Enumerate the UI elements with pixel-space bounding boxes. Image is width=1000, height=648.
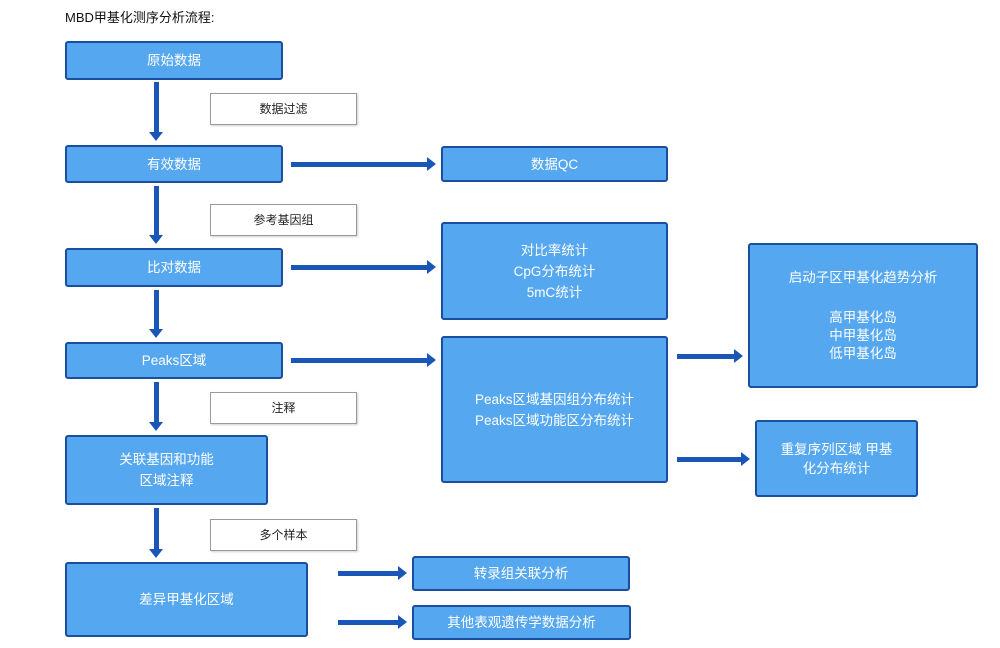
node-label-line1: Peaks区域基因组分布统计 bbox=[474, 391, 635, 407]
node-data-qc: 数据QC bbox=[441, 146, 668, 182]
arrow-distribution-to-promoter-icon bbox=[677, 349, 743, 363]
node-valid-data: 有效数据 bbox=[65, 145, 283, 183]
node-alignment-stats: 对比率统计 CpG分布统计 5mC统计 bbox=[441, 222, 668, 320]
node-label: 原始数据 bbox=[147, 53, 201, 68]
page-title: MBD甲基化测序分析流程: bbox=[65, 10, 215, 25]
node-label: 差异甲基化区域 bbox=[139, 592, 234, 607]
node-alignment-data: 比对数据 bbox=[65, 248, 283, 287]
node-promoter-methylation-trend: 启动子区甲基化趋势分析 高甲基化岛 中甲基化岛 低甲基化岛 bbox=[748, 243, 978, 388]
node-label: 有效数据 bbox=[147, 156, 201, 172]
arrow-peaks-to-annotation-icon bbox=[149, 382, 163, 431]
label-text: 多个样本 bbox=[259, 527, 308, 542]
arrow-dmr-to-epigenetics-icon bbox=[338, 615, 407, 629]
label-text: 数据过滤 bbox=[259, 101, 308, 116]
node-label-line2: Peaks区域功能区分布统计 bbox=[474, 412, 635, 428]
node-label-line2: CpG分布统计 bbox=[513, 263, 596, 279]
label-text: 注释 bbox=[271, 400, 296, 415]
node-label: Peaks区域 bbox=[141, 353, 207, 368]
arrow-valid-to-align-icon bbox=[149, 186, 163, 244]
arrow-align-to-stats-icon bbox=[291, 260, 436, 274]
arrow-dmr-to-transcriptome-icon bbox=[338, 566, 407, 580]
arrow-peaks-to-distribution-icon bbox=[291, 353, 436, 367]
node-item-mid: 中甲基化岛 bbox=[829, 327, 897, 343]
node-raw-data: 原始数据 bbox=[65, 41, 283, 80]
arrow-valid-to-qc-icon bbox=[291, 157, 436, 171]
label-annotation: 注释 bbox=[210, 392, 357, 424]
node-transcriptome-correlation: 转录组关联分析 bbox=[412, 556, 630, 591]
label-data-filter: 数据过滤 bbox=[210, 93, 357, 125]
node-label: 比对数据 bbox=[147, 260, 201, 275]
node-label: 转录组关联分析 bbox=[473, 566, 569, 581]
node-label-line1: 关联基因和功能 bbox=[119, 452, 214, 467]
node-label-line1: 重复序列区域 甲基 bbox=[780, 441, 893, 457]
node-label-line2: 化分布统计 bbox=[802, 460, 871, 476]
node-repeat-region-methylation-stats: 重复序列区域 甲基 化分布统计 bbox=[755, 420, 918, 497]
arrow-distribution-to-repeat-icon bbox=[677, 452, 750, 466]
arrow-raw-to-valid-icon bbox=[149, 82, 163, 141]
node-label-line1: 对比率统计 bbox=[520, 242, 589, 258]
node-item-high: 高甲基化岛 bbox=[829, 309, 897, 325]
node-peaks-distribution-stats: Peaks区域基因组分布统计 Peaks区域功能区分布统计 bbox=[441, 336, 668, 483]
label-multiple-samples: 多个样本 bbox=[210, 519, 357, 551]
arrow-align-to-peaks-icon bbox=[149, 290, 163, 338]
node-label: 数据QC bbox=[530, 156, 579, 172]
arrow-annotation-to-dmr-icon bbox=[149, 508, 163, 558]
node-label: 其他表观遗传学数据分析 bbox=[447, 615, 596, 630]
node-peaks-region: Peaks区域 bbox=[65, 342, 283, 379]
label-reference-genome: 参考基因组 bbox=[210, 204, 357, 236]
node-label-line2: 区域注释 bbox=[139, 473, 194, 488]
node-other-epigenetics-analysis: 其他表观遗传学数据分析 bbox=[412, 605, 631, 640]
node-item-low: 低甲基化岛 bbox=[829, 345, 897, 361]
label-text: 参考基因组 bbox=[253, 212, 314, 227]
node-title: 启动子区甲基化趋势分析 bbox=[788, 269, 938, 285]
node-gene-function-annotation: 关联基因和功能 区域注释 bbox=[65, 435, 268, 505]
node-differential-methylation-region: 差异甲基化区域 bbox=[65, 562, 308, 637]
node-label-line3: 5mC统计 bbox=[526, 284, 583, 300]
